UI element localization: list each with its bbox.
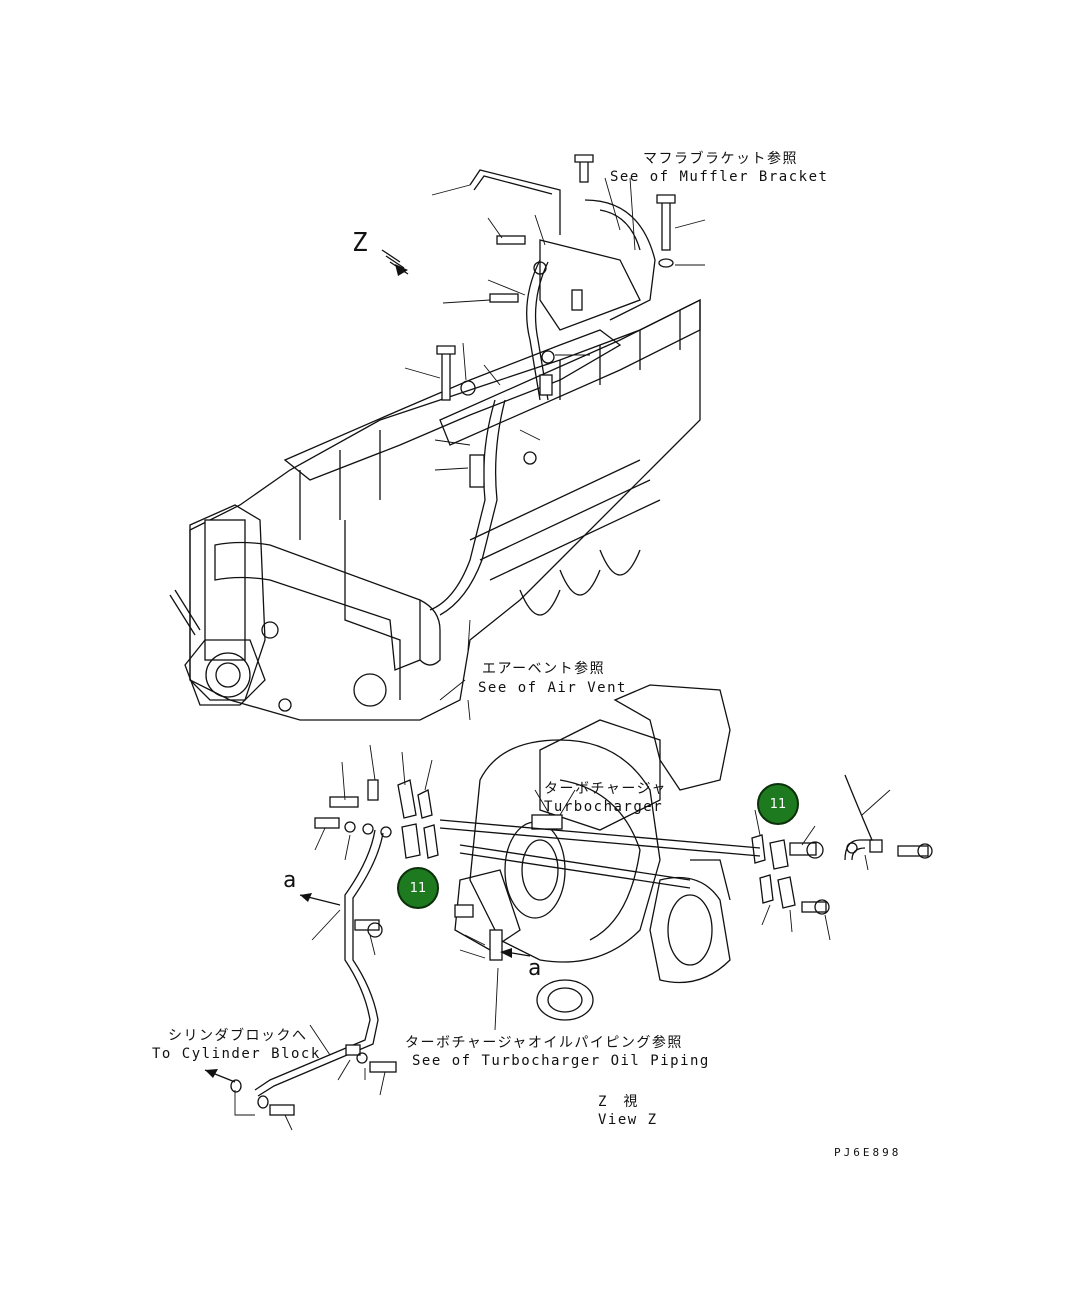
callout-11-right[interactable]: 11: [757, 783, 799, 825]
turbo-oil-piping-label-en: See of Turbocharger Oil Piping: [412, 1053, 710, 1069]
arrow-a-center-label: a: [528, 956, 542, 981]
turbo-oil-piping-label-jp: ターボチャージャオイルパイピング参照: [405, 1035, 683, 1051]
air-vent-label-jp: エアーベント参照: [482, 661, 606, 677]
muffler-bracket-label-en: See of Muffler Bracket: [610, 169, 829, 185]
engine-block-upper: [169, 154, 706, 721]
arrow-a-left-label: a: [283, 868, 297, 893]
view-z-marker: Z: [352, 228, 368, 258]
cylinder-block-label-en: To Cylinder Block: [152, 1046, 321, 1062]
drawing-code: PJ6E898: [834, 1146, 902, 1159]
air-vent-label-en: See of Air Vent: [478, 680, 627, 696]
view-z-caption-en: View Z: [598, 1112, 658, 1128]
turbocharger-assembly-view-z: [204, 684, 933, 1131]
turbocharger-label-en: Turbocharger: [544, 799, 664, 815]
view-z-caption-jp: Z 視: [598, 1094, 639, 1110]
callout-11-left[interactable]: 11: [397, 867, 439, 909]
turbocharger-label-jp: ターボチャージャ: [544, 781, 667, 797]
cylinder-block-label-jp: シリンダブロックへ: [168, 1028, 308, 1044]
muffler-bracket-label-jp: マフラブラケット参照: [643, 151, 798, 167]
